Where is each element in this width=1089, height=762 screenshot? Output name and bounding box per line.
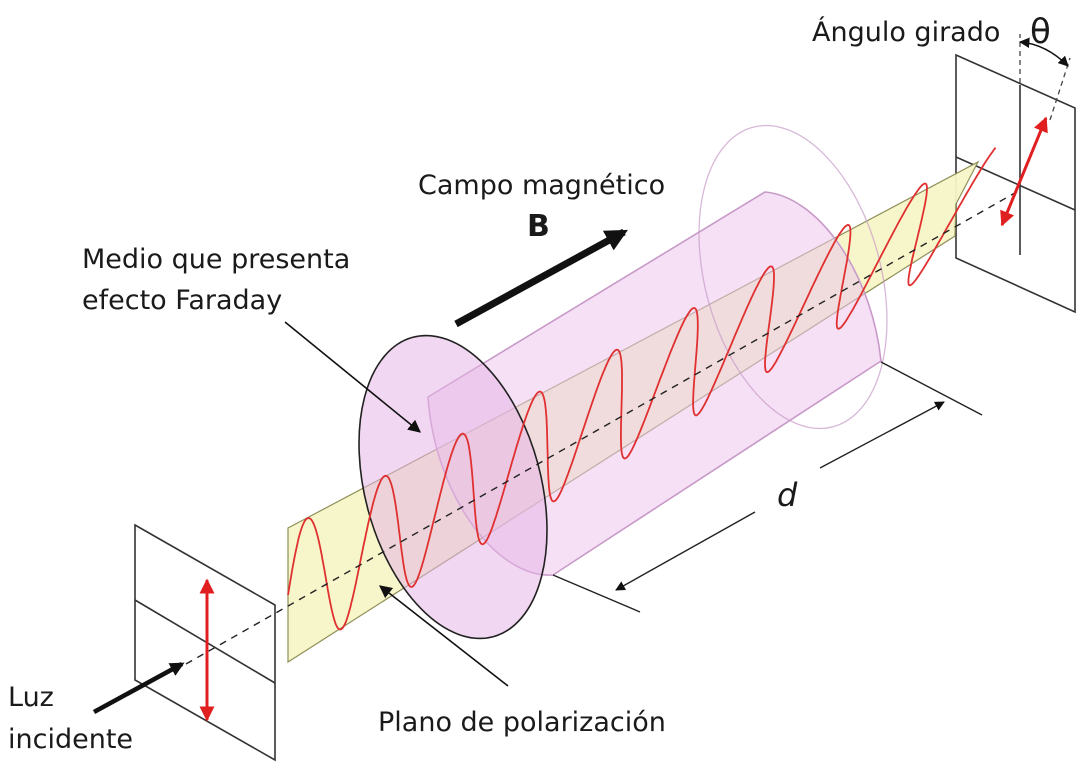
incident-light-label-line2: incidente <box>8 724 133 755</box>
output-frame <box>955 53 1076 314</box>
input-frame <box>134 523 276 762</box>
magnetic-field-arrow <box>454 228 628 328</box>
rotation-angle-indicator <box>1018 34 1071 121</box>
rotated-angle-label: Ángulo girado <box>812 16 1000 48</box>
length-dimension <box>552 361 983 613</box>
field-symbol-label: B <box>527 209 550 244</box>
length-label: d <box>777 476 798 514</box>
theta-symbol: θ <box>1030 12 1051 52</box>
incident-light-arrow <box>92 662 185 714</box>
plane-pointer-arrow <box>378 585 509 687</box>
incident-light-label-line1: Luz <box>8 682 54 713</box>
medium-label-line1: Medio que presenta <box>82 244 350 275</box>
magnetic-field-label: Campo magnético <box>418 170 665 201</box>
faraday-medium-cylinder <box>358 124 888 640</box>
medium-pointer-arrow <box>284 321 421 433</box>
light-wave <box>287 147 997 631</box>
output-polarization-arrow <box>1000 116 1048 227</box>
polarization-plane-label: Plano de polarización <box>378 707 666 738</box>
propagation-axis <box>185 189 1021 665</box>
medium-label-line2: efecto Faraday <box>82 285 282 316</box>
